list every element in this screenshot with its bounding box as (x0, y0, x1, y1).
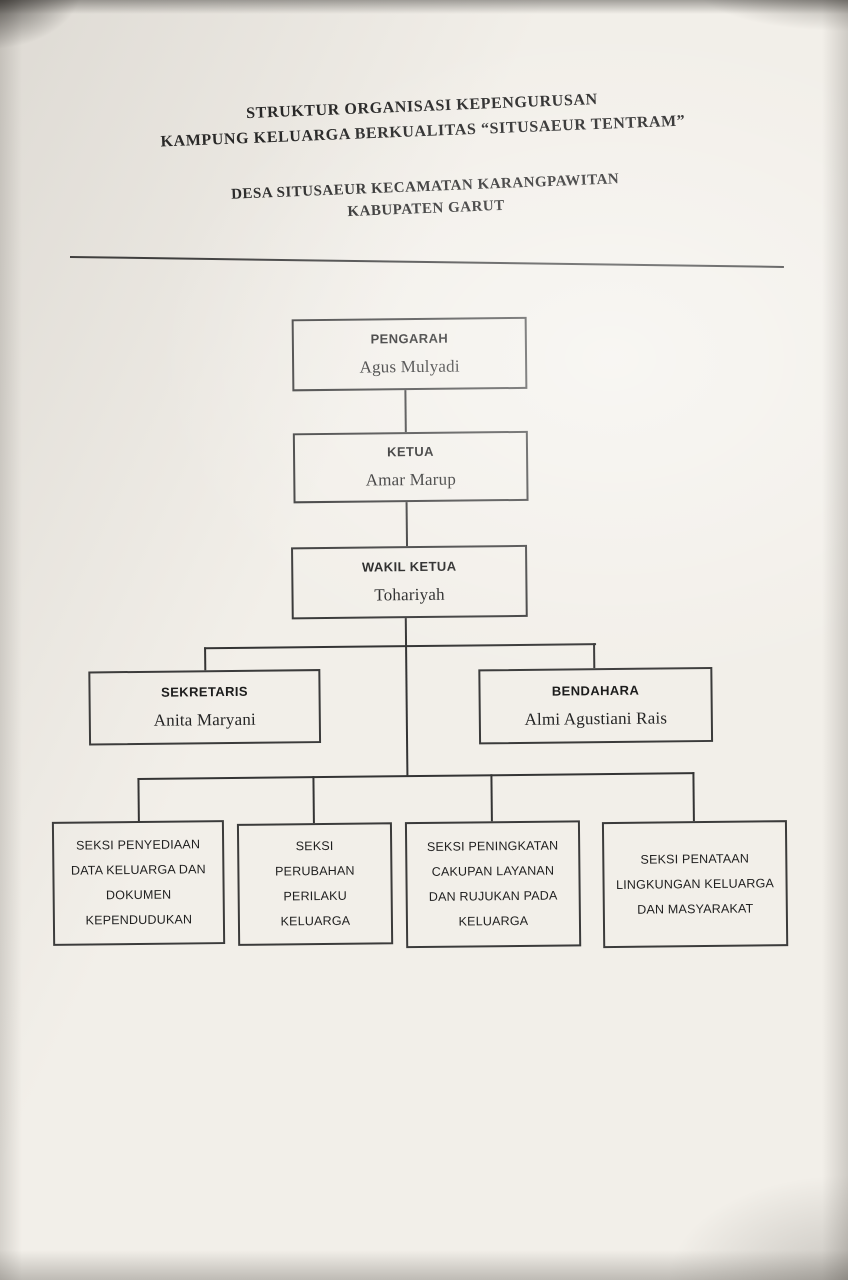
seksi-label-3: SEKSI PENINGKATAN CAKUPAN LAYANAN DAN RU… (426, 838, 559, 929)
org-box-pengarah: PENGARAH Agus Mulyadi (291, 316, 528, 392)
role-label-wakil-ketua: WAKIL KETUA (361, 558, 457, 575)
seksi-label-4: SEKSI PENATAAN LINGKUNGAN KELUARGA DAN M… (615, 851, 775, 917)
role-label-pengarah: PENGARAH (370, 330, 449, 347)
connector-to-seksi-1 (137, 777, 140, 821)
org-box-sekretaris: SEKRETARIS Anita Maryani (88, 669, 322, 746)
connector-row2-horizontal (204, 643, 597, 650)
org-box-seksi-penyediaan-data: SEKSI PENYEDIAAN DATA KELUARGA DAN DOKUM… (51, 820, 226, 946)
role-label-ketua: KETUA (387, 443, 434, 460)
connector-to-sekretaris (204, 647, 207, 671)
person-name-pengarah: Agus Mulyadi (359, 356, 460, 377)
person-name-bendahara: Almi Agustiani Rais (524, 707, 668, 729)
seksi-label-2: SEKSI PERUBAHAN PERILAKU KELUARGA (275, 838, 355, 929)
role-label-bendahara: BENDAHARA (551, 682, 640, 699)
connector-to-seksi-4 (692, 772, 695, 822)
person-name-sekretaris: Anita Maryani (153, 709, 257, 730)
org-box-bendahara: BENDAHARA Almi Agustiani Rais (478, 666, 714, 745)
connector-to-seksi-3 (490, 774, 493, 822)
connector-to-bendahara (593, 643, 596, 669)
org-box-seksi-peningkatan-cakupan: SEKSI PENINGKATAN CAKUPAN LAYANAN DAN RU… (404, 820, 582, 949)
person-name-wakil-ketua: Tohariyah (374, 584, 445, 605)
org-box-wakil-ketua: WAKIL KETUA Tohariyah (291, 544, 528, 620)
org-box-seksi-perubahan-perilaku: SEKSI PERUBAHAN PERILAKU KELUARGA (236, 822, 394, 946)
connector-to-seksi-2 (312, 776, 315, 824)
connector-wakil-spine (404, 618, 409, 777)
connector-pengarah-ketua (404, 390, 407, 433)
connector-ketua-wakil (405, 502, 409, 547)
connector-row3-horizontal (137, 772, 695, 780)
role-label-sekretaris: SEKRETARIS (161, 683, 249, 700)
org-box-ketua: KETUA Amar Marup (292, 430, 529, 504)
seksi-label-1: SEKSI PENYEDIAAN DATA KELUARGA DAN DOKUM… (70, 837, 206, 928)
person-name-ketua: Amar Marup (365, 469, 457, 490)
org-box-seksi-penataan-lingkungan: SEKSI PENATAAN LINGKUNGAN KELUARGA DAN M… (601, 820, 789, 949)
